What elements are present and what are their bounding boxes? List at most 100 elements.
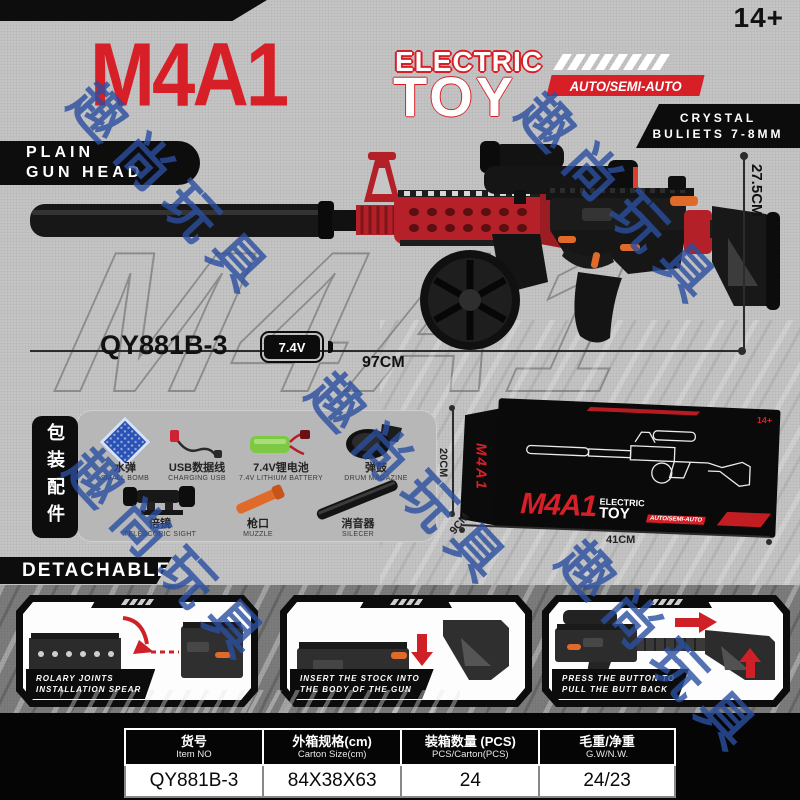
spec-table-value-row: QY881B-3 84X38X63 24 24/23 (124, 764, 676, 798)
model-number: QY881B-3 (100, 330, 228, 360)
silencer-icon (310, 478, 406, 520)
item-name-en: MUZZLE (243, 531, 273, 538)
spec-table: 货号 Item NO 外箱规格(cm) Carton Size(cm) 装箱数量… (124, 728, 676, 798)
item-name-en: DRUM MAGAZINE (344, 475, 408, 482)
box-logo-toy: TOY (598, 504, 631, 523)
packaging-box: 14+ M4A1 ELECTRIC TOY AUTO/SEMI-AUTO (493, 398, 781, 538)
muzzle-icon (223, 484, 293, 518)
step3-illustration (553, 608, 781, 688)
grunge-streaks-bottom (60, 690, 460, 714)
footer-bar: 货号 Item NO 外箱规格(cm) Carton Size(cm) 装箱数量… (0, 713, 800, 800)
voltage-label: 7.4V (278, 339, 306, 355)
battery-icon: 7.4V (260, 331, 324, 363)
subtitle-electric: ELECTRIC (395, 46, 543, 77)
spec-value-item-no: QY881B-3 (124, 764, 264, 798)
list-item: 倍镜 TELESCOPIC SIGHT (124, 518, 196, 539)
plain-gun-head-badge: PLAIN GUN HEAD (0, 141, 200, 185)
col-header-en: PCS/Carton(PCS) (432, 749, 509, 760)
age-rating-badge: 14+ (733, 2, 784, 33)
crystal-line2: BULIETS 7-8MM (652, 127, 784, 141)
small-bomb-icon (99, 416, 151, 468)
detachable-heading-banner: DETACHABLE (0, 557, 172, 584)
mode-badge-label: AUTO/SEMI-AUTO (569, 77, 682, 94)
item-name-cn: 水弹 (113, 462, 136, 474)
spec-table-header-row: 货号 Item NO 外箱规格(cm) Carton Size(cm) 装箱数量… (124, 728, 676, 766)
spec-value-weight: 24/23 (538, 764, 676, 798)
item-name-cn: 7.4V锂电池 (253, 462, 309, 474)
red-arrow-icon (411, 634, 433, 666)
list-item: 消音器 SILECER (342, 518, 375, 539)
crystal-bullets-badge: CRYSTAL BULIETS 7-8MM (636, 104, 800, 148)
battery-nub-icon (328, 341, 333, 353)
spec-value-qty: 24 (400, 764, 541, 798)
col-header-cn: 货号 (180, 734, 207, 749)
hazard-slashes-icon (553, 54, 678, 70)
step1-illustration (27, 608, 247, 688)
item-name-en: CHARGING USB (168, 475, 226, 482)
spec-col-item-no: 货号 Item NO (124, 728, 264, 766)
item-name-en: SMALL BOMB (100, 475, 150, 482)
step-panel-2: INSERT THE STOCK INTO THE BODY OF THE GU… (280, 595, 532, 707)
list-item: 弹鼓 DRUM MAGAZINE (344, 462, 407, 483)
item-name-cn: 消音器 (341, 518, 375, 530)
drum-magazine-icon (342, 422, 408, 460)
spec-col-weight: 毛重/净重 G.W/N.W. (538, 728, 676, 766)
lithium-battery-icon (248, 428, 312, 460)
package-side-label: 包装配件 (45, 423, 65, 531)
col-header-cn: 装箱数量 (PCS) (424, 734, 516, 749)
col-header-cn: 毛重/净重 (579, 734, 635, 749)
step-caption-line2: PULL THE BUTT BACK (562, 685, 668, 694)
step-caption: INSERT THE STOCK INTO THE BODY OF THE GU… (290, 669, 434, 699)
item-name-en: 7.4V LITHIUM BATTERY (239, 475, 323, 482)
measure-dot (449, 511, 455, 517)
length-measure-line (30, 350, 742, 352)
box-corner-slash (716, 511, 772, 528)
step-caption: ROLARY JOINTS INSTALLATION SPEAR (26, 669, 155, 699)
measure-dot (449, 405, 455, 411)
box-age-badge: 14+ (756, 414, 773, 426)
step-caption: PRESS THE BUTTON TO PULL THE BUTT BACK (552, 669, 689, 699)
panel-top-tab (620, 595, 712, 608)
step-caption-line1: PRESS THE BUTTON TO (562, 674, 675, 683)
col-header-en: G.W/N.W. (585, 749, 629, 760)
spec-value-carton-size: 84X38X63 (261, 764, 403, 798)
box-logo-mode: AUTO/SEMI-AUTO (645, 514, 707, 525)
step-caption-line1: ROLARY JOINTS (36, 674, 114, 683)
list-item: USB数据线 CHARGING USB (168, 462, 226, 483)
step-caption-line1: INSERT THE STOCK INTO (300, 674, 420, 683)
item-name-en: SILECER (341, 531, 375, 538)
measure-dot (738, 347, 746, 355)
box-logo-title: M4A1 (519, 487, 598, 524)
step-caption-line2: INSTALLATION SPEAR (36, 684, 141, 695)
gun-height-label: 27.5CM (748, 164, 765, 217)
panel-top-tab (91, 595, 183, 608)
step-caption-line2: THE BODY OF THE GUN (300, 684, 420, 695)
box-height-label: 20CM (437, 448, 449, 478)
box-width-label: 41CM (606, 534, 636, 546)
spec-col-carton-size: 外箱规格(cm) Carton Size(cm) (261, 728, 403, 766)
top-black-banner (0, 0, 267, 21)
charging-usb-icon (168, 428, 226, 460)
gun-illustration (30, 141, 780, 350)
col-header-cn: 外箱规格(cm) (292, 734, 372, 749)
col-header-en: Carton Size(cm) (297, 749, 367, 760)
red-arrow-icon (675, 612, 717, 633)
list-item: 水弹 SMALL BOMB (101, 462, 149, 483)
red-arrow-icon (123, 618, 147, 644)
package-side-tab: 包装配件 (32, 416, 78, 538)
gun-length-label: 97CM (362, 354, 405, 371)
step-panel-3: PRESS THE BUTTON TO PULL THE BUTT BACK (542, 595, 790, 707)
measure-dot (459, 527, 465, 533)
box-gun-wireframe (526, 430, 751, 487)
spec-col-qty: 装箱数量 (PCS) PCS/Carton(PCS) (400, 728, 541, 766)
panel-top-tab (360, 595, 452, 608)
measure-dot (740, 152, 748, 160)
item-name-cn: USB数据线 (168, 462, 226, 474)
plain-gun-head-line1: PLAIN (26, 144, 94, 161)
col-header-en: Item NO (176, 749, 212, 760)
plain-gun-head-line2: GUN HEAD (26, 164, 144, 181)
item-name-cn: 弹鼓 (365, 462, 387, 474)
measure-dot (766, 539, 772, 545)
telescopic-sight-icon (121, 482, 199, 518)
